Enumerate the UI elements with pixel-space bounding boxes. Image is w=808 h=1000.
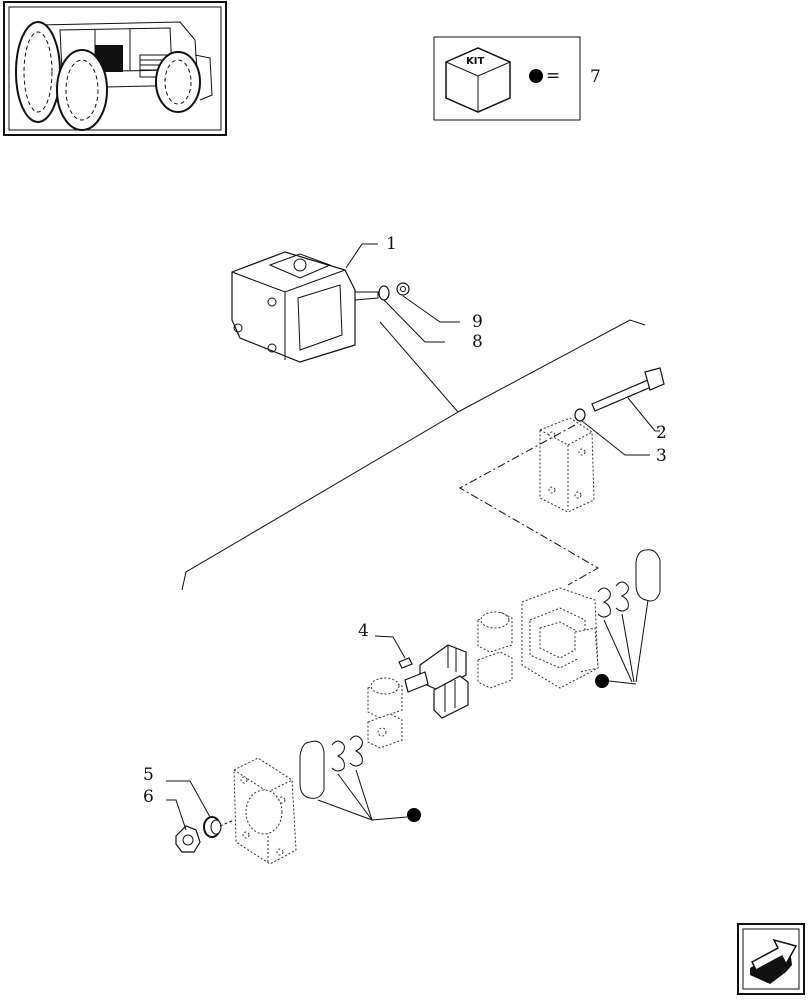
callout-2: 2 [656,423,667,443]
leader-lines [166,243,660,831]
callout-8: 8 [472,332,483,352]
assembly-path [458,424,600,586]
kit-number: 7 [590,67,601,87]
gear-set [367,611,513,749]
callout-4: 4 [358,621,369,641]
pump-assembly [231,251,379,363]
kit-marker-icon-2 [407,808,421,822]
callout-1: 1 [386,234,397,254]
callout-6: 6 [143,787,154,807]
section-divider-line-2 [457,319,646,413]
seal-5 [203,816,235,838]
callout-5: 5 [143,765,154,785]
front-flange [233,757,297,865]
leader-4 [374,635,406,659]
tractor-thumbnail-icon[interactable] [3,1,227,136]
filled-circle-icon [529,69,543,83]
washer-8 [378,285,390,301]
kit-box-icon: KIT [445,47,511,113]
pump-body [521,587,599,689]
ring-6 [175,825,201,853]
seal-kit-right [595,549,661,688]
washer-3 [574,408,586,422]
rear-cover [539,417,595,513]
next-page-arrow-icon[interactable] [737,923,805,995]
section-divider-line [181,321,459,591]
seal-kit-left [299,735,421,822]
nut-9 [396,282,410,296]
kit-equals: = [546,66,560,86]
screw-2 [591,367,665,412]
kit-label: KIT [466,56,484,67]
callout-9: 9 [472,312,483,332]
callout-3: 3 [656,446,667,466]
kit-marker-icon [595,674,609,688]
key-4 [398,657,413,669]
kit-legend: KIT = 7 [433,36,601,121]
